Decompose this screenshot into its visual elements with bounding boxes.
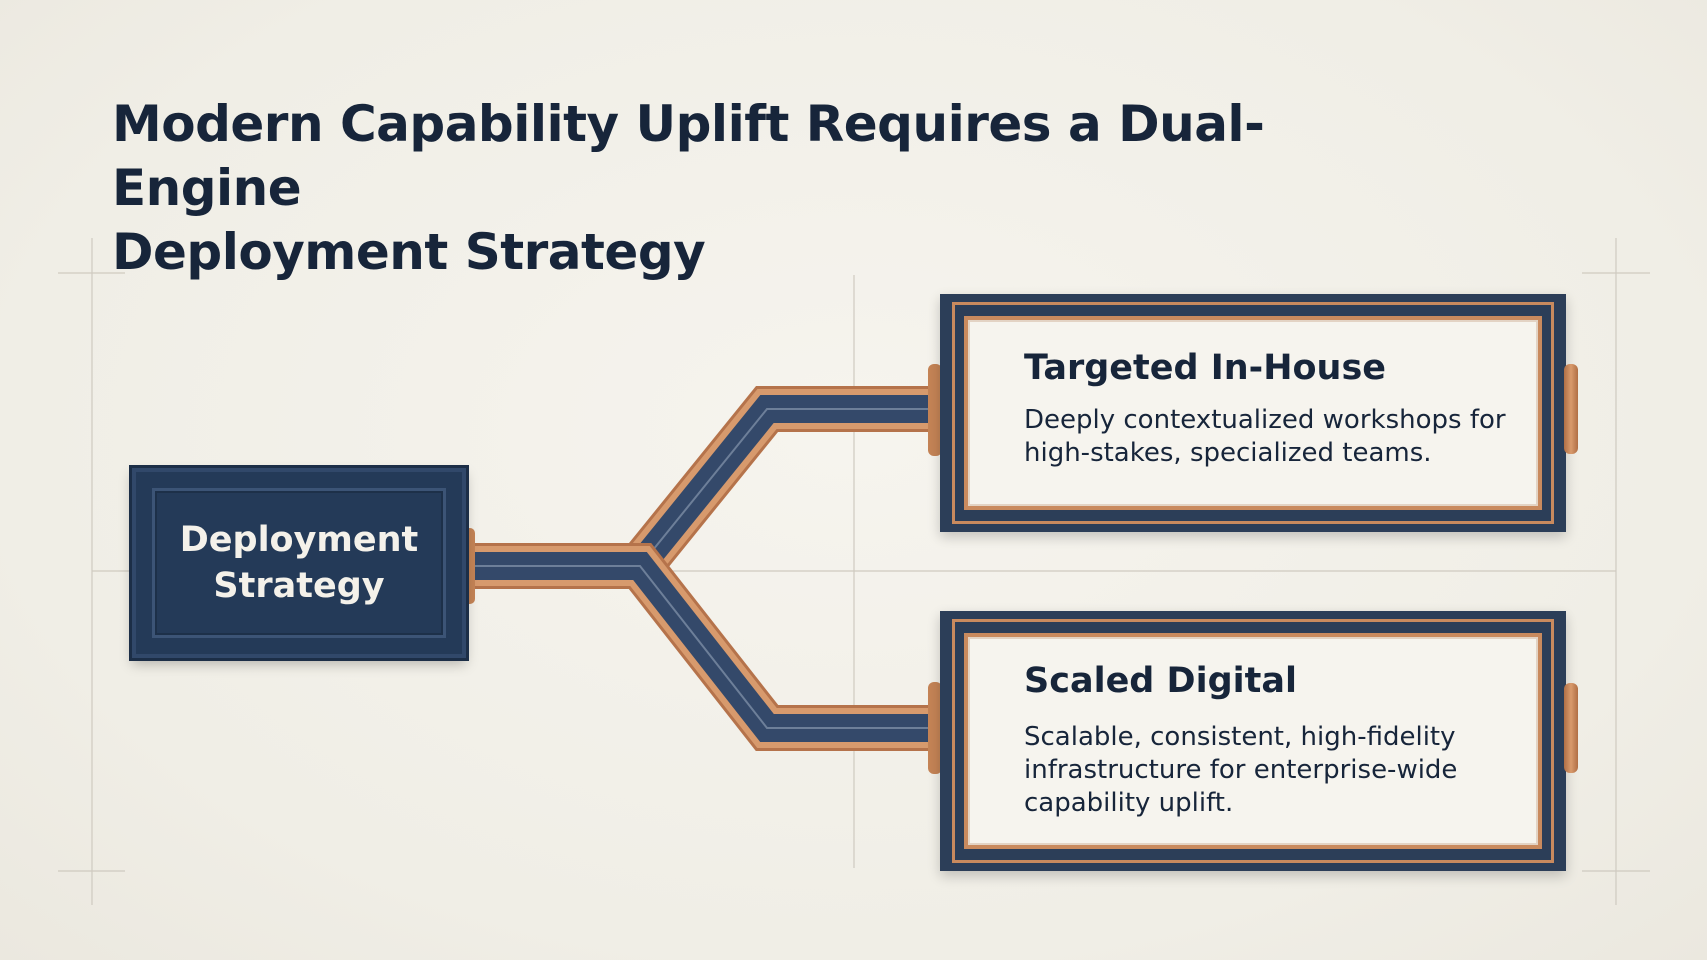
connector-lower <box>470 543 935 751</box>
card-tab-right <box>1564 683 1578 773</box>
branch-description: Scalable, consistent, high-fidelity infr… <box>1024 722 1458 818</box>
branch-title: Targeted In-House <box>1024 348 1387 388</box>
card-tab-right <box>1564 364 1578 454</box>
cap-root <box>463 528 475 604</box>
cap-lower <box>928 682 942 774</box>
connector-upper <box>470 386 935 589</box>
root-node-label: Deployment Strategy <box>179 520 419 606</box>
branch-description: Deeply contextualized workshops for high… <box>1024 405 1506 468</box>
root-node: Deployment Strategy <box>132 468 466 658</box>
page-title-line-2: Deployment Strategy <box>112 223 706 281</box>
card-inner-panel: Targeted In-House Deeply contextualized … <box>964 316 1542 510</box>
connector-caps <box>463 364 942 774</box>
page-title-line-1: Modern Capability Uplift Requires a Dual… <box>112 95 1265 217</box>
branch-card-targeted-in-house: Targeted In-House Deeply contextualized … <box>940 294 1578 532</box>
card-inner-panel: Scaled Digital Scalable, consistent, hig… <box>964 633 1542 849</box>
root-node-frame <box>152 488 446 638</box>
cap-upper <box>928 364 942 456</box>
page-title: Modern Capability Uplift Requires a Dual… <box>112 92 1412 284</box>
branch-card-scaled-digital: Scaled Digital Scalable, consistent, hig… <box>940 611 1578 871</box>
branch-title: Scaled Digital <box>1024 661 1297 701</box>
